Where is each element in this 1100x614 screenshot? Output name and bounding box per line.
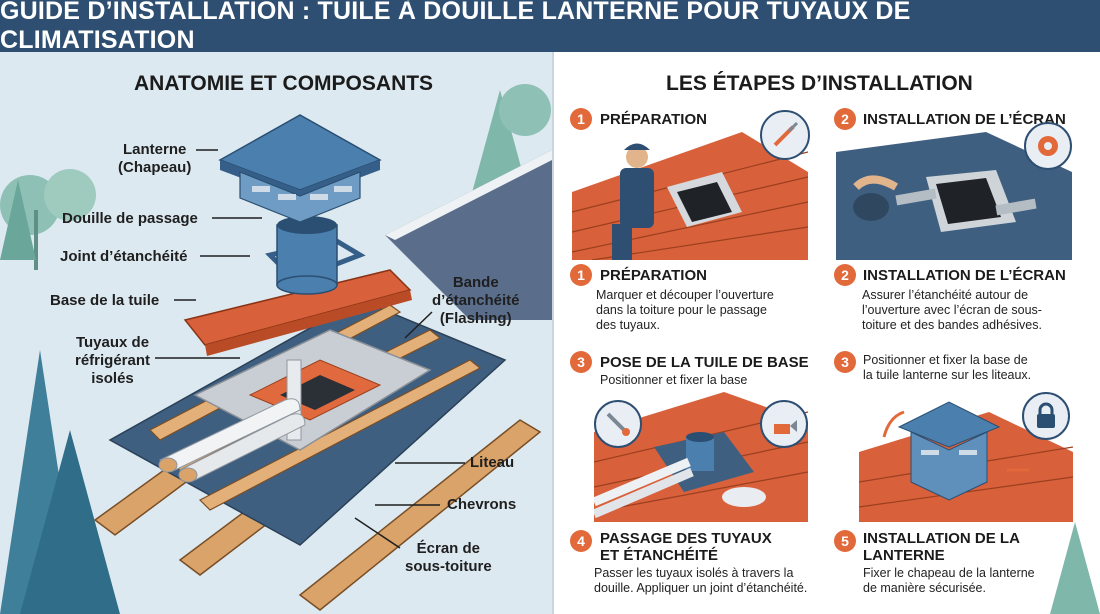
step-heading: INSTALLATION DE L’ÉCRAN bbox=[863, 267, 1066, 284]
steps-panel: LES ÉTAPES D’INSTALLATION 1 PRÉPARATION … bbox=[554, 52, 1100, 614]
step-number: 2 bbox=[834, 108, 856, 130]
step-number: 3 bbox=[570, 351, 592, 373]
step-description: Assurer l’étanchéité autour de l’ouvertu… bbox=[862, 288, 1042, 332]
step-heading: PASSAGE DES TUYAUX ET ÉTANCHÉITÉ bbox=[600, 530, 772, 564]
step5-illustration bbox=[859, 392, 1073, 522]
step-description: Positionner et fixer la base bbox=[600, 373, 748, 387]
step-heading: INSTALLATION DE L’ÉCRAN bbox=[863, 111, 1066, 128]
step-description: Passer les tuyaux isolés à travers la do… bbox=[594, 566, 808, 595]
step-number: 1 bbox=[570, 108, 592, 130]
panel-divider bbox=[552, 52, 554, 614]
step-number: 5 bbox=[834, 530, 856, 552]
step-description: Marquer et découper l’ouverture dans la … bbox=[596, 288, 774, 332]
anatomy-panel: ANATOMIE ET COMPOSANTS Lanterne (Chapeau… bbox=[0, 52, 552, 614]
label-chevrons: Chevrons bbox=[447, 496, 517, 513]
sealant-icon bbox=[760, 400, 808, 448]
label-tuyaux: Tuyaux de réfrigérant isolés bbox=[75, 334, 151, 387]
label-joint: Joint d’étanchéité bbox=[60, 248, 188, 265]
knife-icon bbox=[760, 110, 810, 160]
cutter-icon bbox=[594, 400, 642, 448]
label-ecran: Écran de sous-toiture bbox=[405, 540, 492, 575]
label-douille: Douille de passage bbox=[62, 210, 198, 227]
step-heading: PRÉPARATION bbox=[600, 267, 707, 284]
step-number: 1 bbox=[570, 264, 592, 286]
label-lanterne: Lanterne (Chapeau) bbox=[118, 141, 192, 176]
label-liteau: Liteau bbox=[470, 454, 515, 471]
steps-title: LES ÉTAPES D’INSTALLATION bbox=[666, 72, 973, 95]
step-description: Positionner et fixer la base de la tuile… bbox=[863, 353, 1032, 382]
anatomy-title: ANATOMIE ET COMPOSANTS bbox=[134, 72, 434, 95]
label-bande: Bande d’étanchéité (Flashing) bbox=[432, 274, 520, 327]
step-heading: POSE DE LA TUILE DE BASE bbox=[600, 354, 809, 371]
step-number: 3 bbox=[834, 351, 856, 373]
anatomy-illustration bbox=[0, 84, 552, 614]
step-number: 2 bbox=[834, 264, 856, 286]
step-heading: INSTALLATION DE LA LANTERNE bbox=[863, 530, 1020, 564]
tree-icon bbox=[1050, 522, 1100, 614]
tape-icon bbox=[1024, 122, 1072, 170]
padlock-icon bbox=[1022, 392, 1070, 440]
step-description: Fixer le chapeau de la lanterne de maniè… bbox=[863, 566, 1035, 595]
page-title: GUIDE D’INSTALLATION : TUILE À DOUILLE L… bbox=[0, 0, 1100, 54]
step-heading: PRÉPARATION bbox=[600, 111, 707, 128]
label-base-tuile: Base de la tuile bbox=[50, 292, 160, 309]
step-number: 4 bbox=[570, 530, 592, 552]
step2-illustration bbox=[836, 132, 1072, 260]
